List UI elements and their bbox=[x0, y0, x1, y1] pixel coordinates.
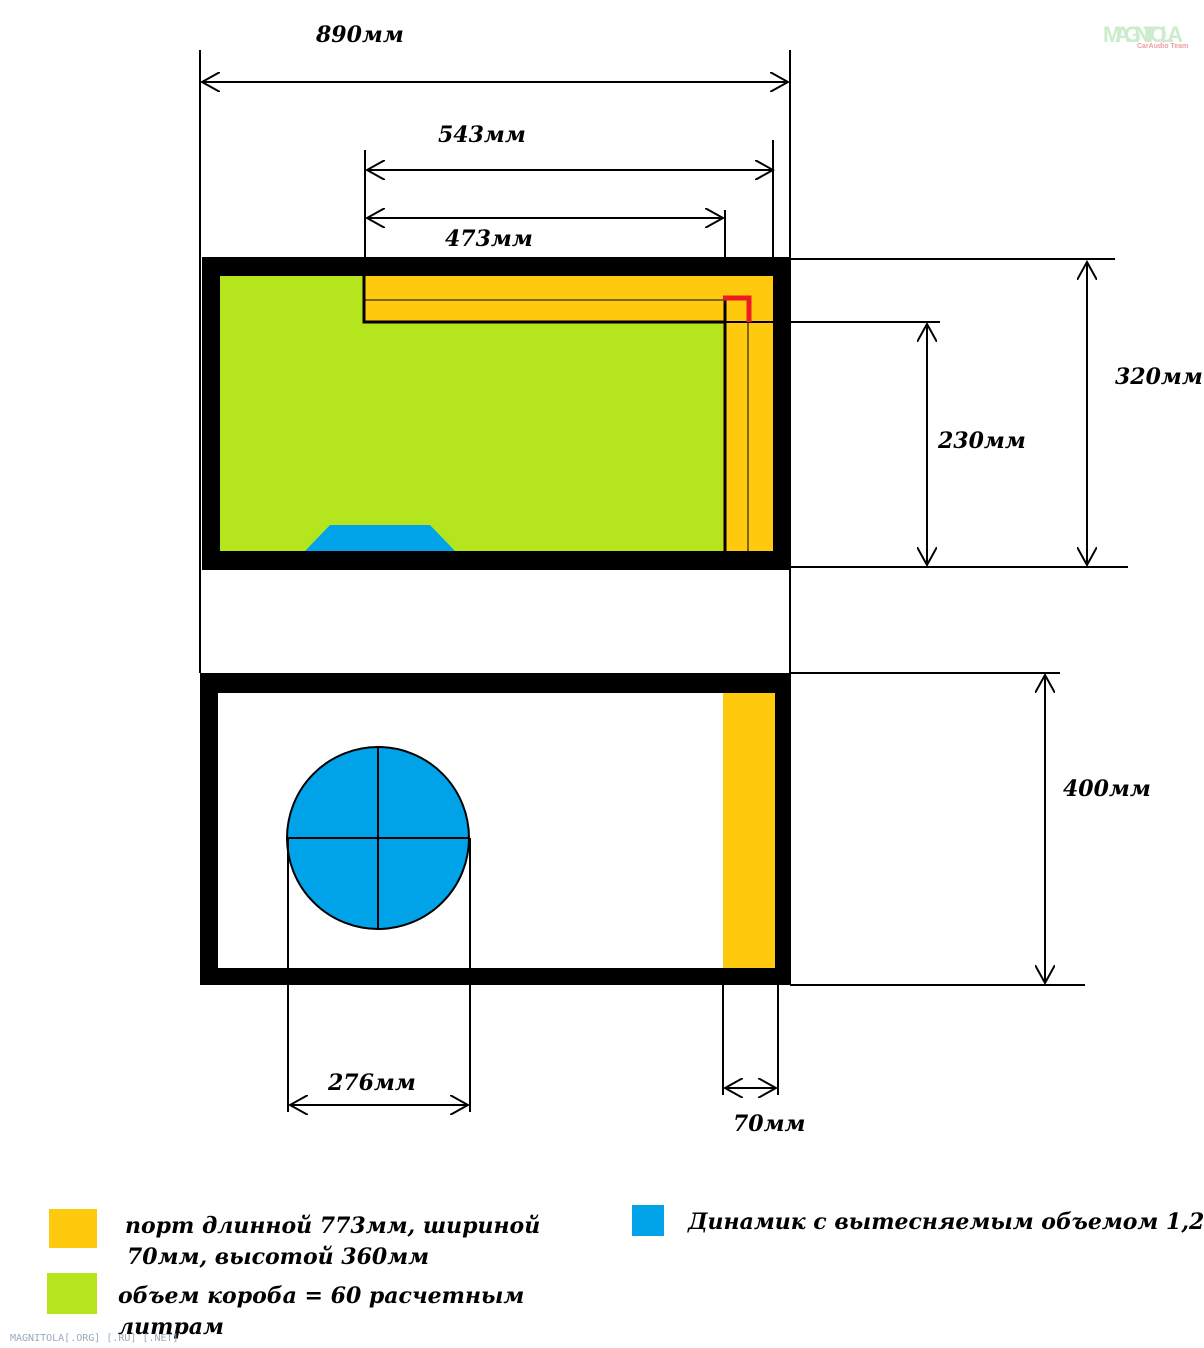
dim-height-inner: 230мм bbox=[937, 428, 1026, 454]
legend-swatch-volume bbox=[47, 1273, 97, 1314]
port-horizontal bbox=[365, 276, 773, 322]
dimension-lines bbox=[199, 50, 1128, 1112]
dim-depth: 400мм bbox=[1063, 776, 1151, 802]
top-view-box bbox=[202, 257, 790, 570]
port-wall bbox=[362, 276, 725, 324]
legend-port-line2: 70мм, высотой 360мм bbox=[127, 1244, 429, 1270]
legend-speaker: Динамик с вытесняемым объемом 1,25л bbox=[687, 1209, 1204, 1235]
legend-swatch-port bbox=[49, 1209, 97, 1248]
dim-total-width: 890мм bbox=[315, 22, 404, 48]
svg-text:MAGNITOLA: MAGNITOLA bbox=[1103, 22, 1183, 47]
dim-speaker-diameter: 276мм bbox=[327, 1070, 416, 1096]
legend-volume-line1: объем короба = 60 расчетным bbox=[118, 1283, 524, 1309]
legend-swatch-speaker bbox=[632, 1205, 664, 1236]
legend-port-line1: порт длинной 773мм, шириной bbox=[125, 1213, 540, 1239]
dim-port-outer-length: 543мм bbox=[438, 122, 526, 148]
dim-port-inner-length: 473мм bbox=[445, 226, 533, 252]
speaker-side bbox=[305, 525, 455, 551]
dim-port-width: 70мм bbox=[733, 1111, 805, 1137]
footer-watermark: MAGNITOLA[.ORG] [.RU] [.NET] bbox=[10, 1333, 179, 1344]
dim-height-outer: 320мм bbox=[1115, 364, 1203, 390]
magnitola-watermark: MAGNITOLA CarAudio Team bbox=[1103, 22, 1188, 50]
legend: порт длинной 773мм, шириной 70мм, высото… bbox=[47, 1205, 1204, 1340]
port-bend-mark bbox=[723, 295, 752, 322]
legend-volume-line2: литрам bbox=[118, 1314, 224, 1340]
svg-text:CarAudio Team: CarAudio Team bbox=[1137, 43, 1188, 50]
port-opening bbox=[723, 693, 775, 968]
